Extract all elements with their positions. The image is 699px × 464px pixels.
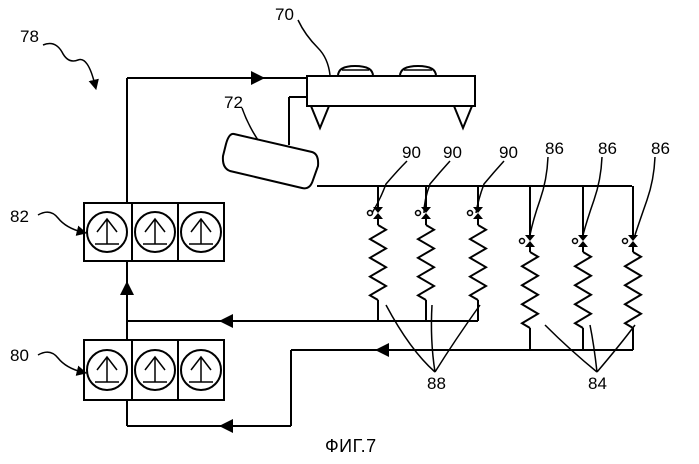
label-system: 78 — [20, 27, 39, 46]
fan-icon — [400, 66, 436, 76]
compressor-icon — [181, 350, 221, 390]
figure-caption: ФИГ.7 — [325, 436, 377, 456]
evaporator-group-88 — [368, 186, 487, 321]
label-evaporators-84: 84 — [588, 374, 607, 393]
evaporator-coil — [470, 225, 486, 300]
low-temp-suction-line — [127, 350, 633, 426]
label-valve: 90 — [499, 143, 518, 162]
evaporator-coil — [370, 225, 386, 300]
compressor-group-82 — [84, 203, 224, 261]
label-valve: 86 — [598, 139, 617, 158]
discharge-line — [127, 78, 307, 203]
compressor-icon — [181, 212, 221, 252]
expansion-valve-icon — [468, 207, 484, 219]
compressor-group-80 — [84, 340, 224, 426]
label-valve: 90 — [443, 143, 462, 162]
label-compressor-group-82: 82 — [10, 207, 29, 226]
evaporator-branch — [623, 186, 642, 350]
label-evaporators-88: 88 — [427, 374, 446, 393]
expansion-valve-icon — [573, 235, 589, 247]
evaporator-branch — [520, 186, 539, 350]
compressor-icon — [87, 350, 127, 390]
evaporator-coil — [418, 225, 434, 300]
compressor-icon — [87, 212, 127, 252]
evaporator-branch — [573, 186, 592, 350]
evaporator-coil — [575, 252, 591, 328]
leader-lines — [38, 20, 655, 372]
condenser — [307, 66, 475, 128]
compressor-icon — [135, 350, 175, 390]
label-condenser: 70 — [275, 5, 294, 24]
label-valve: 86 — [545, 139, 564, 158]
expansion-valve-icon — [520, 235, 536, 247]
evaporator-coil — [522, 252, 538, 328]
evaporator-coil — [625, 252, 641, 328]
label-valve: 90 — [402, 143, 421, 162]
evaporator-group-84 — [520, 186, 642, 350]
compressor-icon — [135, 212, 175, 252]
label-compressor-group-80: 80 — [10, 346, 29, 365]
label-receiver: 72 — [224, 93, 243, 112]
fan-icon — [338, 66, 373, 76]
expansion-valve-icon — [623, 235, 639, 247]
label-valve: 86 — [651, 139, 670, 158]
